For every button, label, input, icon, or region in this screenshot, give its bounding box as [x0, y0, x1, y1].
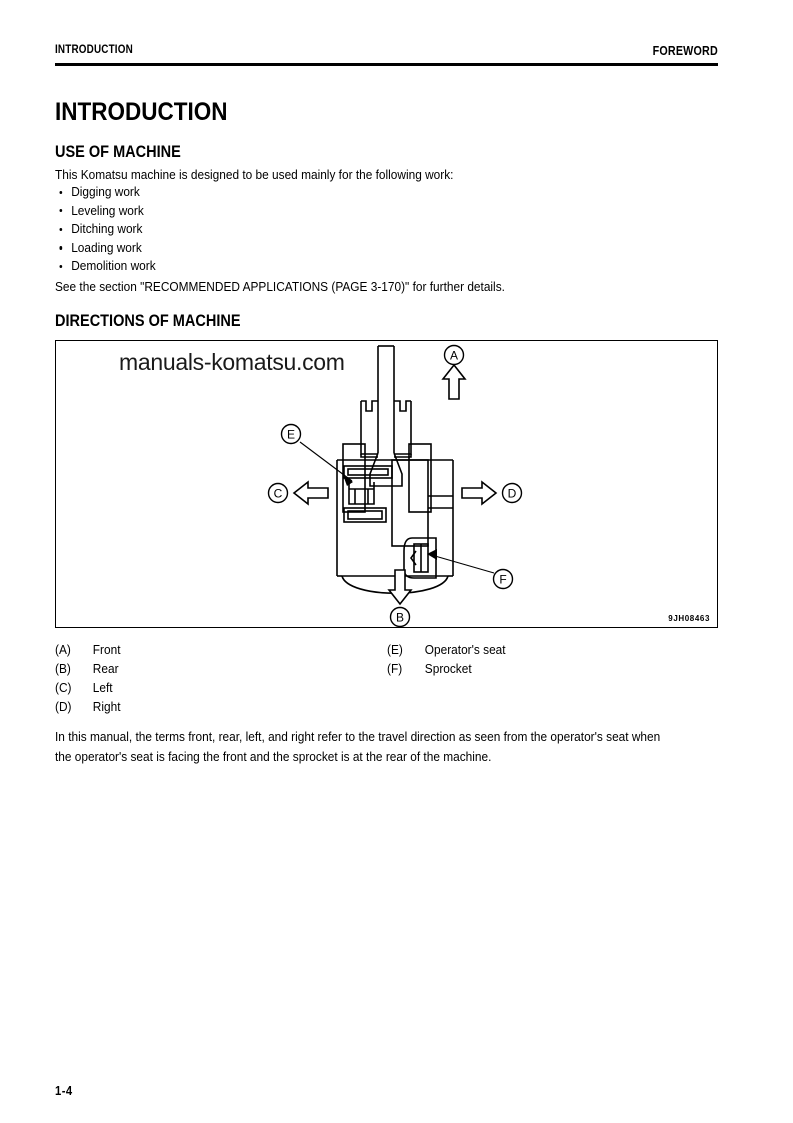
list-item-label: Ditching work: [71, 221, 143, 237]
bullet-dot-icon: [59, 190, 63, 194]
legend-key: (D): [55, 699, 72, 714]
legend-key: (E): [387, 642, 403, 657]
legend-key: (B): [55, 661, 71, 676]
section-heading-use-of-machine: USE OF MACHINE: [55, 143, 181, 161]
directions-closing-paragraph: In this manual, the terms front, rear, l…: [55, 727, 793, 767]
legend-item: (C) Left: [55, 678, 121, 697]
bullet-dot-icon: [59, 227, 63, 232]
list-item-label: Demolition work: [71, 258, 156, 274]
legend-key: (A): [55, 642, 71, 657]
legend-column-left: (A) Front (B) Rear (C) Left (D) Right: [55, 640, 128, 716]
legend-key: (F): [387, 661, 403, 676]
svg-text:F: F: [499, 573, 506, 587]
list-item: Leveling work: [55, 202, 595, 221]
list-item-label: Digging work: [71, 184, 140, 199]
list-item-label: Leveling work: [71, 202, 144, 218]
paragraph-line: the operator's seat is facing the front …: [55, 749, 492, 764]
legend-column-right: (E) Operator's seat (F) Sprocket: [387, 640, 519, 678]
bullet-dot-icon: [59, 246, 63, 250]
svg-text:C: C: [274, 487, 283, 501]
page-title: INTRODUCTION: [55, 98, 228, 126]
svg-text:D: D: [508, 487, 517, 501]
list-item: Digging work: [55, 183, 595, 202]
header-divider: [55, 63, 718, 66]
list-item: Demolition work: [55, 257, 595, 276]
header-section-label: FOREWORD: [652, 44, 718, 58]
bullet-dot-icon: [59, 265, 63, 269]
legend-key: (C): [55, 680, 72, 695]
legend-label: Rear: [92, 661, 119, 676]
legend-item: (B) Rear: [55, 659, 121, 678]
legend-label: Sprocket: [424, 661, 472, 676]
svg-text:A: A: [450, 349, 458, 363]
machine-directions-figure: manuals-komatsu.com: [55, 340, 718, 628]
section-heading-directions-of-machine: DIRECTIONS OF MACHINE: [55, 312, 241, 330]
figure-code-label: 9JH08463: [668, 614, 710, 623]
svg-text:B: B: [396, 611, 404, 625]
list-item-label: Loading work: [71, 239, 142, 255]
svg-text:E: E: [287, 428, 295, 442]
legend-label: Left: [92, 680, 113, 695]
legend-item: (E) Operator's seat: [387, 640, 506, 659]
legend-item: (F) Sprocket: [387, 659, 506, 678]
use-of-machine-intro-text: This Komatsu machine is designed to be u…: [55, 167, 454, 182]
header-chapter-label: INTRODUCTION: [55, 44, 133, 56]
use-of-machine-cross-reference: See the section "RECOMMENDED APPLICATION…: [55, 279, 505, 294]
watermark-text: manuals-komatsu.com: [119, 349, 345, 375]
bullet-dot-icon: [59, 209, 63, 213]
list-item: Ditching work: [55, 220, 595, 239]
page-number: 1-4: [55, 1084, 73, 1098]
page-header: INTRODUCTION FOREWORD: [55, 44, 718, 66]
legend-item: (D) Right: [55, 697, 121, 716]
legend-item: (A) Front: [55, 640, 121, 659]
paragraph-line: In this manual, the terms front, rear, l…: [55, 729, 661, 744]
legend-label: Front: [92, 642, 121, 657]
legend-label: Operator's seat: [424, 642, 506, 657]
list-item: Loading work: [55, 239, 595, 258]
machine-top-view-diagram: A B C D E F: [267, 344, 523, 628]
use-of-machine-bullet-list: Digging work Leveling work Ditching work…: [55, 183, 655, 276]
legend-label: Right: [92, 699, 121, 714]
